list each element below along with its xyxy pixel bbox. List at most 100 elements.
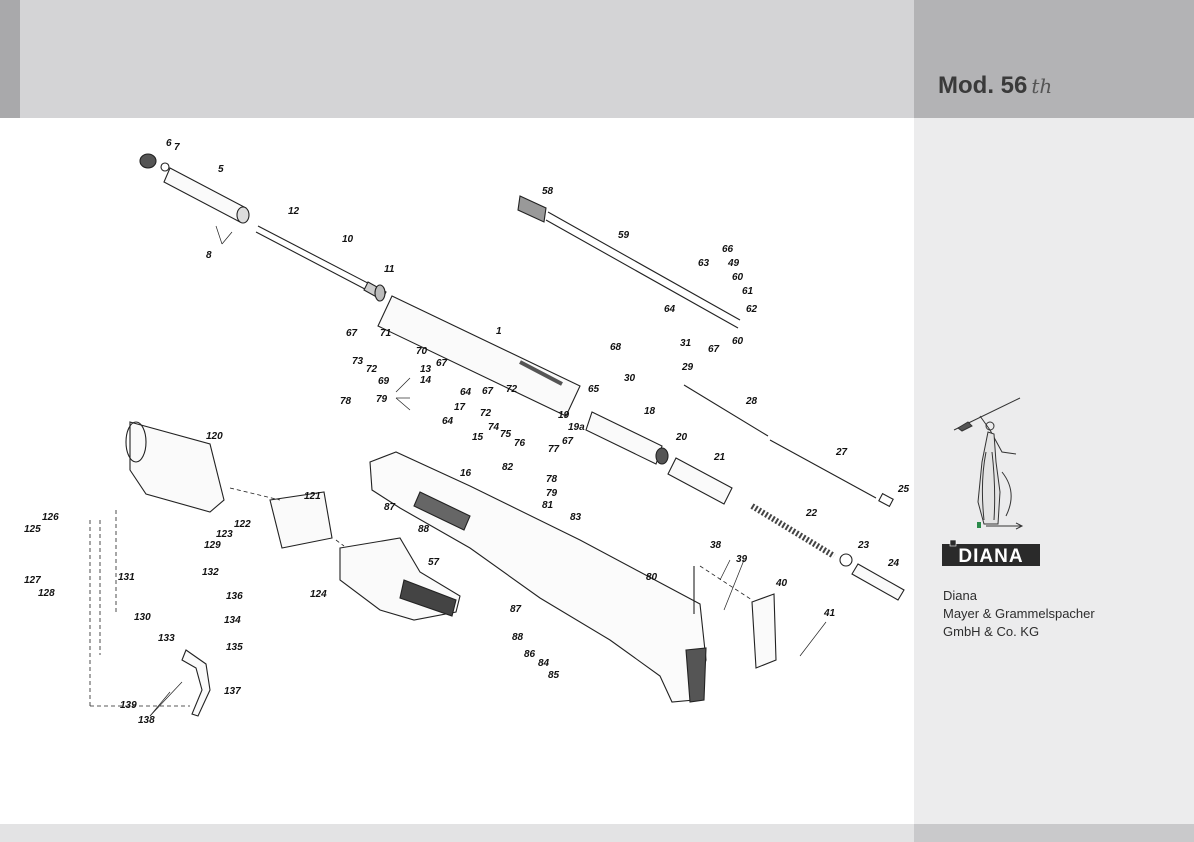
- bottom-band: [0, 824, 914, 842]
- part-label: 25: [897, 484, 910, 495]
- part-label: 131: [118, 572, 135, 583]
- part-label: 15: [472, 432, 484, 443]
- part-label: 21: [713, 452, 726, 463]
- part-label: 121: [304, 491, 321, 502]
- top-band: [0, 0, 914, 118]
- part-label: 62: [746, 304, 758, 315]
- part-label: 49: [727, 258, 740, 269]
- model-title-suffix: th: [1031, 74, 1053, 98]
- part-label: 134: [224, 615, 241, 626]
- part-label: 16: [460, 468, 472, 479]
- part-label: 77: [548, 444, 560, 455]
- top-band-left-edge: [0, 0, 20, 118]
- part-label: 136: [226, 591, 243, 602]
- part-label: 73: [352, 356, 364, 367]
- logo-background: [942, 544, 1040, 566]
- part-label: 19: [558, 410, 570, 421]
- part-label: 8: [206, 250, 212, 261]
- part-label: 64: [460, 387, 472, 398]
- part-label: 69: [378, 376, 390, 387]
- part-label: 88: [418, 524, 430, 535]
- part-label: 1: [496, 326, 502, 337]
- part-label: 79: [376, 394, 388, 405]
- part-label: 40: [775, 578, 788, 589]
- part-label: 27: [835, 447, 848, 458]
- part-label: 120: [206, 431, 223, 442]
- part-label: 23: [857, 540, 870, 551]
- part-label: 57: [428, 557, 440, 568]
- part-label: 127: [24, 575, 41, 586]
- part-label: 67: [708, 344, 720, 355]
- part-label: 67: [346, 328, 358, 339]
- company-line: GmbH & Co. KG: [943, 624, 1040, 639]
- part-label: 87: [510, 604, 522, 615]
- part-label: 71: [380, 328, 392, 339]
- part-label: 138: [138, 715, 155, 726]
- part-label: 11: [384, 264, 395, 275]
- part-label: 14: [420, 375, 432, 386]
- part-label: 70: [416, 346, 428, 357]
- part-label: 68: [610, 342, 622, 353]
- part-label: 129: [204, 540, 221, 551]
- part-label: 139: [120, 700, 137, 711]
- part-label: 63: [698, 258, 710, 269]
- part-label: 58: [542, 186, 554, 197]
- diana-logo: DIANA: [942, 540, 1040, 566]
- part-label: 81: [542, 500, 554, 511]
- part-label: 60: [732, 336, 744, 347]
- part-label: 72: [506, 384, 518, 395]
- bottom-band-right: [914, 824, 1194, 842]
- part-label: 137: [224, 686, 241, 697]
- part-label: 41: [823, 608, 836, 619]
- part-label: 67: [562, 436, 574, 447]
- part-label: 75: [500, 429, 512, 440]
- diana-goddess-icon: [953, 397, 1024, 530]
- part-label: 7: [174, 142, 180, 153]
- part-label: 132: [202, 567, 219, 578]
- part-label: 124: [310, 589, 327, 600]
- part-label: 86: [524, 649, 536, 660]
- part-label: 128: [38, 588, 55, 599]
- part-label: 28: [745, 396, 758, 407]
- parts-drawing: [89, 153, 905, 717]
- part-label: 84: [538, 658, 550, 669]
- part-label: 31: [680, 338, 692, 349]
- part-label: 76: [514, 438, 526, 449]
- part-label: 19a: [568, 422, 585, 433]
- part-label: 61: [742, 286, 754, 297]
- part-label: 67: [436, 358, 448, 369]
- part-label: 39: [736, 554, 748, 565]
- top-band-right: [914, 0, 1194, 118]
- part-label: 60: [732, 272, 744, 283]
- company-line: Mayer & Grammelspacher: [943, 606, 1095, 621]
- part-label: 6: [166, 138, 172, 149]
- part-label: 59: [618, 230, 630, 241]
- part-label: 12: [288, 206, 300, 217]
- part-label: 85: [548, 670, 560, 681]
- company-line: Diana: [943, 588, 977, 603]
- part-label: 10: [342, 234, 354, 245]
- part-label: 17: [454, 402, 466, 413]
- part-label: 74: [488, 422, 500, 433]
- part-label: 123: [216, 529, 233, 540]
- part-label: 20: [675, 432, 688, 443]
- part-label: 125: [24, 524, 41, 535]
- part-label: 126: [42, 512, 59, 523]
- part-label: 130: [134, 612, 151, 623]
- part-label: 5: [218, 164, 224, 175]
- part-label: 24: [887, 558, 900, 569]
- part-label: 30: [624, 373, 636, 384]
- part-label: 82: [502, 462, 514, 473]
- part-label: 78: [546, 474, 558, 485]
- part-label: 83: [570, 512, 582, 523]
- model-title-text: Mod. 56: [938, 72, 1028, 99]
- part-label: 135: [226, 642, 243, 653]
- part-label: 78: [340, 396, 352, 407]
- part-label: 72: [480, 408, 492, 419]
- part-label: 13: [420, 364, 432, 375]
- part-label: 122: [234, 519, 251, 530]
- part-label: 22: [805, 508, 818, 519]
